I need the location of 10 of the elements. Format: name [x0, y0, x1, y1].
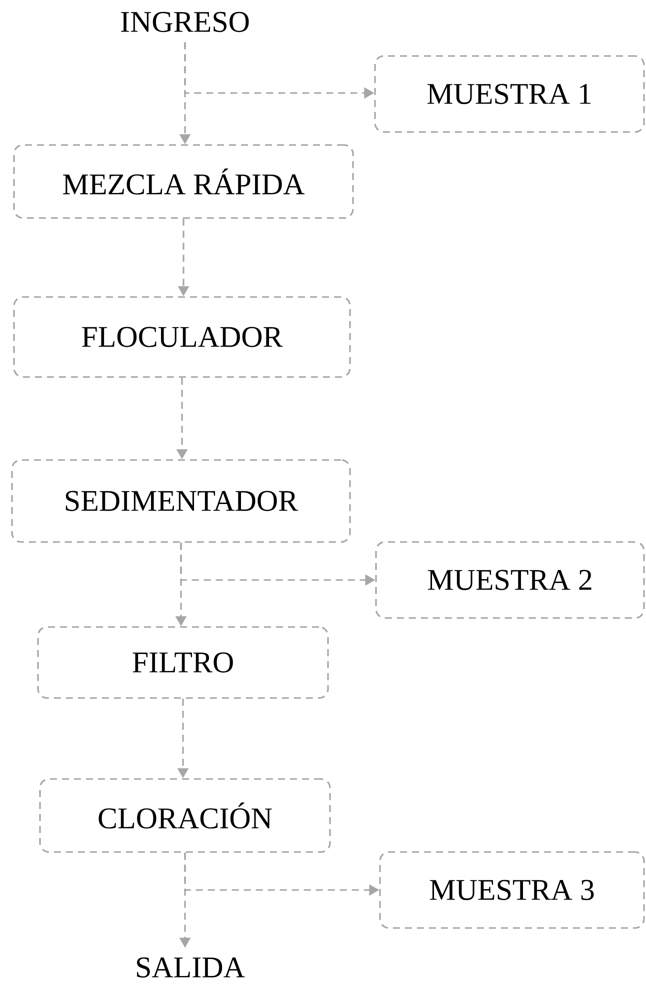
process-box: MUESTRA 3	[379, 851, 645, 929]
process-box: SEDIMENTADOR	[11, 459, 351, 543]
terminal-label: INGRESO	[121, 12, 249, 32]
process-box: MEZCLA RÁPIDA	[13, 144, 354, 219]
process-box: FLOCULADOR	[13, 296, 351, 378]
process-box: MUESTRA 1	[374, 55, 645, 133]
terminal-label: SALIDA	[137, 957, 245, 978]
process-box: MUESTRA 2	[375, 541, 645, 619]
process-box: FILTRO	[37, 626, 329, 699]
process-box: CLORACIÓN	[39, 778, 331, 853]
